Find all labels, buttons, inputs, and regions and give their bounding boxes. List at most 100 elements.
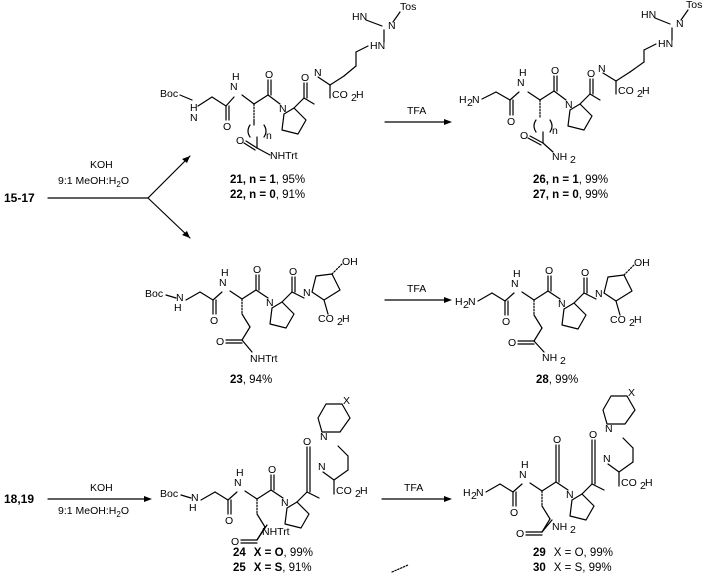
svg-text:N: N (176, 292, 184, 304)
svg-text:O: O (589, 429, 597, 441)
atom-nh: H (190, 102, 198, 114)
svg-text:H: H (189, 502, 197, 514)
svg-text:N: N (314, 67, 322, 79)
reagent-koh-bottom: KOH (90, 482, 113, 494)
svg-text:2: 2 (351, 92, 357, 104)
svg-text:O: O (516, 528, 524, 540)
svg-text:N: N (279, 103, 287, 115)
svg-text:O: O (253, 264, 261, 276)
svg-text:2: 2 (637, 88, 643, 100)
svg-text:N: N (234, 477, 242, 489)
svg-text:H: H (232, 71, 240, 83)
svg-text:O: O (225, 515, 233, 527)
atom-boc: Boc (160, 88, 178, 100)
svg-text:CO: CO (332, 89, 348, 101)
svg-text:O: O (223, 121, 231, 133)
svg-text:O: O (301, 72, 309, 84)
svg-text:CO: CO (621, 477, 637, 489)
reagent-solvent-bottom: 9:1 MeOH:H2O (58, 505, 129, 519)
svg-text:N: N (230, 81, 238, 93)
svg-text:2: 2 (570, 154, 576, 166)
svg-text:HN: HN (370, 40, 385, 52)
reagent-tfa-3: TFA (404, 482, 423, 494)
structure-29-30: H 2 N O N H O NH 2 O N O N CO (463, 387, 653, 540)
label-23: 23, 94% (230, 374, 272, 386)
svg-text:Boc: Boc (160, 488, 178, 500)
arrow-to-23 (147, 197, 191, 239)
svg-text:O: O (216, 336, 224, 348)
reagent-tfa-1: TFA (407, 105, 426, 117)
svg-text:O: O (507, 116, 515, 128)
svg-text:OH: OH (342, 256, 358, 268)
svg-text:n: n (552, 125, 558, 137)
svg-text:CO: CO (318, 313, 334, 325)
svg-text:N: N (472, 94, 480, 106)
svg-text:2: 2 (570, 524, 576, 536)
svg-text:2: 2 (467, 97, 473, 109)
svg-text:O: O (303, 436, 311, 448)
svg-text:CO: CO (610, 314, 626, 326)
svg-text:N: N (603, 453, 611, 465)
svg-text:Boc: Boc (145, 288, 163, 300)
svg-text:O: O (551, 65, 559, 77)
svg-text:2: 2 (463, 299, 469, 311)
svg-text:H: H (634, 314, 642, 326)
svg-text:X: X (628, 387, 635, 399)
atom-n: N (190, 112, 198, 124)
svg-text:O: O (510, 507, 518, 519)
starting-material-15-17: 15-17 (4, 191, 35, 205)
svg-text:H: H (521, 459, 529, 471)
svg-text:H: H (519, 67, 527, 79)
svg-text:Tos: Tos (400, 1, 416, 13)
structure-24-25: Boc H N O N H O NHTrt O N O N CO (160, 395, 368, 548)
svg-text:N: N (598, 63, 606, 75)
svg-text:HN: HN (658, 38, 673, 50)
label-22: 22, n = 0, 91% (230, 189, 305, 201)
svg-text:N: N (676, 18, 684, 30)
structure-28: H 2 N O N H O NH 2 O N O N OH (455, 257, 650, 367)
structure-21-22: Boc H N O N H n O NHTrt O N (160, 1, 416, 162)
svg-text:2: 2 (355, 488, 361, 500)
svg-text:N: N (191, 492, 199, 504)
svg-text:NHTrt: NHTrt (250, 353, 278, 365)
arrow-to-21 (147, 155, 191, 199)
svg-text:O: O (268, 464, 276, 476)
svg-text:N: N (320, 431, 328, 443)
svg-text:NH: NH (542, 352, 557, 364)
svg-text:O: O (236, 135, 244, 147)
svg-text:HN: HN (641, 9, 656, 21)
svg-text:CO: CO (336, 485, 352, 497)
svg-text:2: 2 (560, 355, 566, 367)
svg-text:OH: OH (634, 257, 650, 269)
label-26: 26, n = 1, 99% (533, 174, 608, 186)
svg-text:2: 2 (640, 480, 646, 492)
svg-text:NH: NH (552, 151, 567, 163)
reaction-arrows (47, 121, 449, 500)
reagent-koh-top: KOH (90, 159, 113, 171)
svg-text:N: N (605, 423, 613, 435)
svg-text:N: N (476, 487, 484, 499)
svg-text:H: H (174, 302, 182, 314)
svg-text:N: N (303, 287, 311, 299)
svg-text:N: N (558, 298, 566, 310)
svg-text:NH: NH (552, 521, 567, 533)
label-27: 27, n = 0, 99% (533, 189, 608, 201)
svg-text:N: N (517, 77, 525, 89)
svg-text:N: N (468, 296, 476, 308)
svg-text:n: n (266, 130, 272, 142)
svg-text:2: 2 (471, 490, 477, 502)
svg-text:N: N (595, 288, 603, 300)
svg-text:H: H (356, 89, 364, 101)
svg-text:H: H (645, 477, 653, 489)
svg-text:H: H (463, 487, 471, 499)
arrow-heads (144, 119, 452, 502)
svg-text:NHTrt: NHTrt (262, 526, 290, 538)
svg-text:O: O (502, 316, 510, 328)
svg-text:CO: CO (618, 85, 634, 97)
svg-text:H: H (342, 313, 350, 325)
